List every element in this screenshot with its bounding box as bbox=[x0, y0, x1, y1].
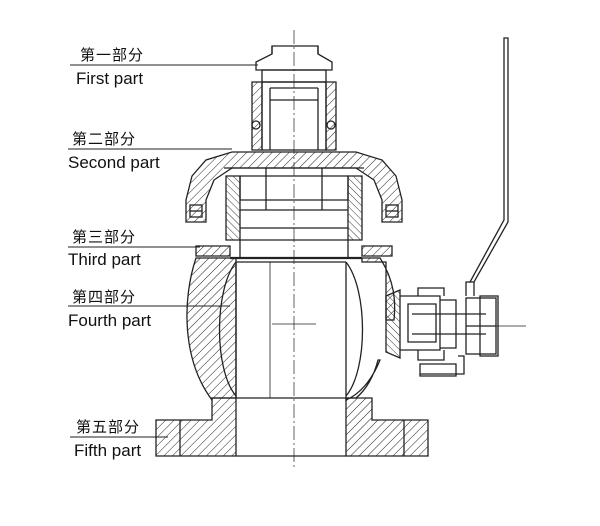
lever-handle bbox=[420, 37, 509, 375]
label-third-part-en: Third part bbox=[68, 250, 141, 269]
third-part-flange bbox=[195, 239, 393, 260]
label-first-part-cn: 第一部分 bbox=[80, 46, 145, 64]
label-first-part-en: First part bbox=[76, 69, 144, 88]
label-second-part-cn: 第二部分 bbox=[72, 130, 137, 148]
label-third-part-cn: 第三部分 bbox=[72, 228, 137, 246]
label-fourth-part-cn: 第四部分 bbox=[72, 288, 137, 306]
label-fifth-part-cn: 第五部分 bbox=[76, 418, 141, 436]
leader-lines bbox=[68, 64, 258, 438]
label-fourth-part-en: Fourth part bbox=[68, 311, 152, 330]
label-second-part-en: Second part bbox=[68, 153, 160, 172]
drawing-lines bbox=[68, 30, 526, 470]
fifth-part-base-flange bbox=[155, 397, 429, 457]
label-fifth-part-en: Fifth part bbox=[74, 441, 142, 460]
